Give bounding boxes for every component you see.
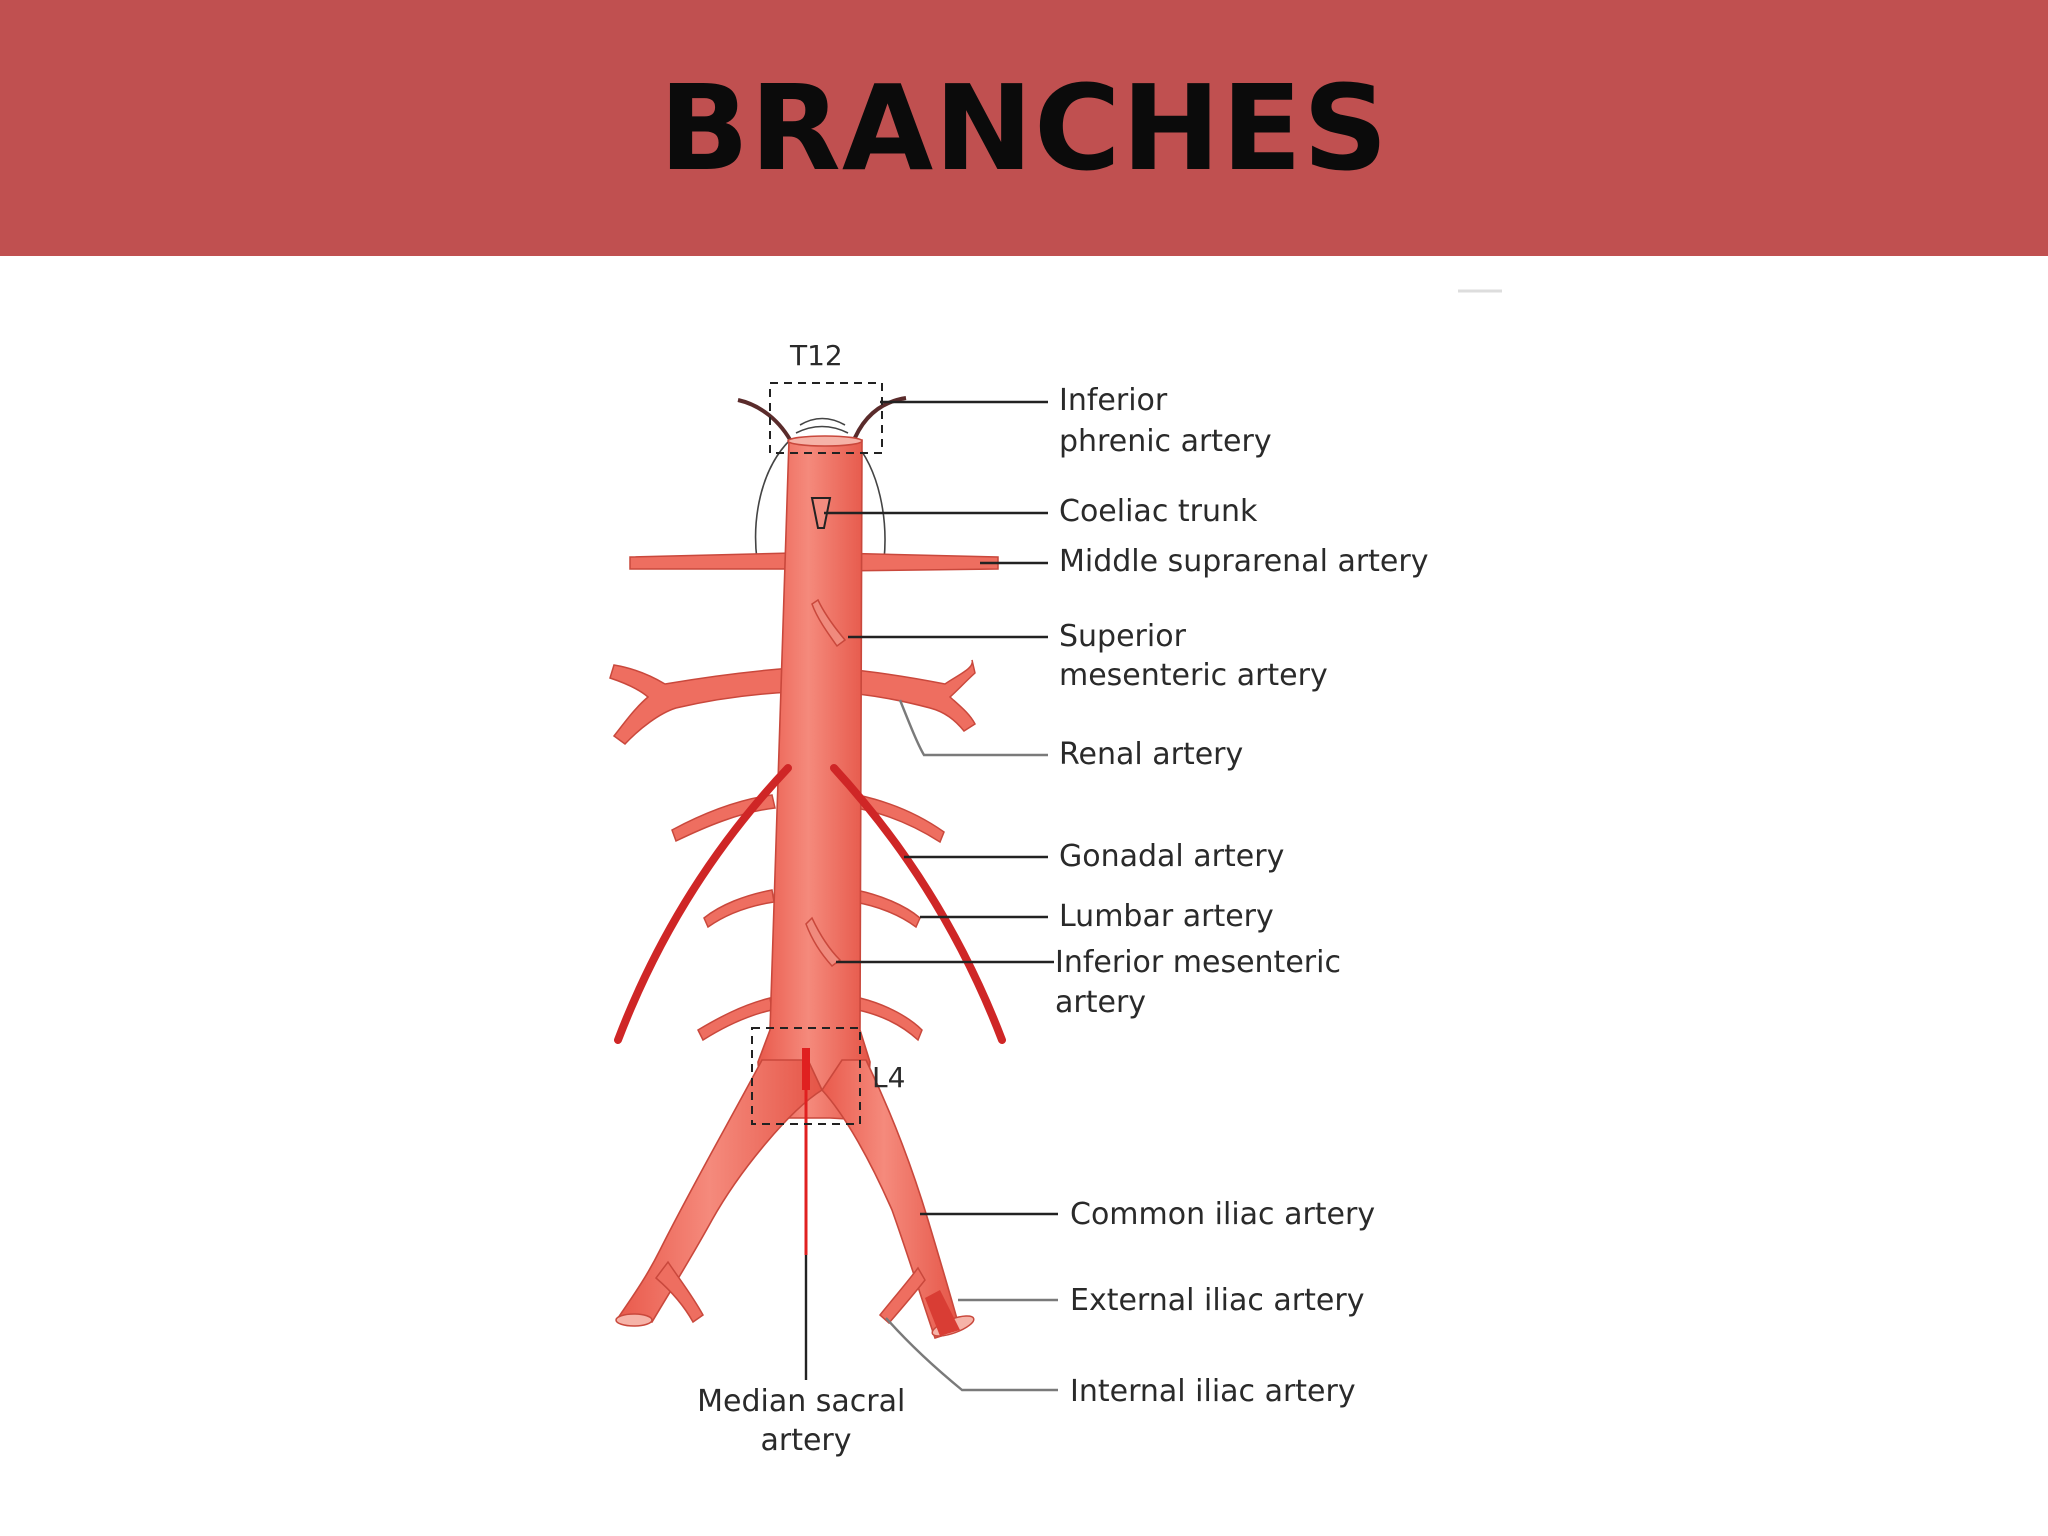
abdominal-aorta — [757, 439, 871, 1121]
title-bar: BRANCHES — [0, 0, 2048, 256]
label-median-sacral-line2: artery — [760, 1423, 851, 1458]
aorta-cut-end — [787, 435, 863, 447]
label-superior-mesenteric: Superior mesenteric artery — [1059, 619, 1328, 693]
label-superior-mesenteric-line1: Superior — [1059, 619, 1187, 654]
renal-arteries — [609, 659, 976, 745]
label-inferior-phrenic: Inferior phrenic artery — [1059, 383, 1272, 459]
label-median-sacral: Median sacral artery — [697, 1384, 915, 1458]
coeliac-trunk-stub — [810, 497, 832, 529]
internal-iliac-arteries — [654, 1260, 926, 1325]
label-inferior-mesenteric: Inferior mesenteric artery — [1055, 945, 1350, 1020]
lumbar-arteries — [671, 794, 945, 1042]
inferior-mesenteric-stub — [805, 916, 842, 968]
external-iliac-cut-left — [615, 1313, 653, 1327]
gonadal-arteries — [614, 764, 1006, 1044]
label-gonadal: Gonadal artery — [1059, 839, 1284, 874]
label-coeliac-trunk: Coeliac trunk — [1059, 494, 1258, 529]
t12-level-box — [769, 382, 883, 454]
superior-mesenteric-stub — [811, 598, 847, 648]
label-common-iliac: Common iliac artery — [1070, 1197, 1375, 1232]
label-external-iliac: External iliac artery — [1070, 1283, 1364, 1318]
label-inferior-phrenic-line1: Inferior — [1059, 383, 1168, 418]
label-middle-suprarenal: Middle suprarenal artery — [1059, 544, 1428, 579]
leader-lines — [804, 400, 1058, 1392]
label-renal: Renal artery — [1059, 737, 1243, 772]
label-inferior-mesenteric-line1: Inferior mesenteric — [1055, 945, 1341, 980]
l4-label: L4 — [872, 1061, 905, 1094]
label-inferior-phrenic-line2: phrenic artery — [1059, 424, 1272, 459]
t12-label: T12 — [789, 339, 843, 372]
l4-level-box — [751, 1027, 861, 1125]
label-superior-mesenteric-line2: mesenteric artery — [1059, 658, 1328, 693]
label-internal-iliac: Internal iliac artery — [1070, 1374, 1356, 1409]
label-median-sacral-line1: Median sacral — [697, 1384, 905, 1419]
external-iliac-right-shade — [925, 1290, 960, 1336]
page-title: BRANCHES — [659, 59, 1389, 197]
label-lumbar: Lumbar artery — [1059, 899, 1274, 934]
label-inferior-mesenteric-line2: artery — [1055, 985, 1146, 1020]
